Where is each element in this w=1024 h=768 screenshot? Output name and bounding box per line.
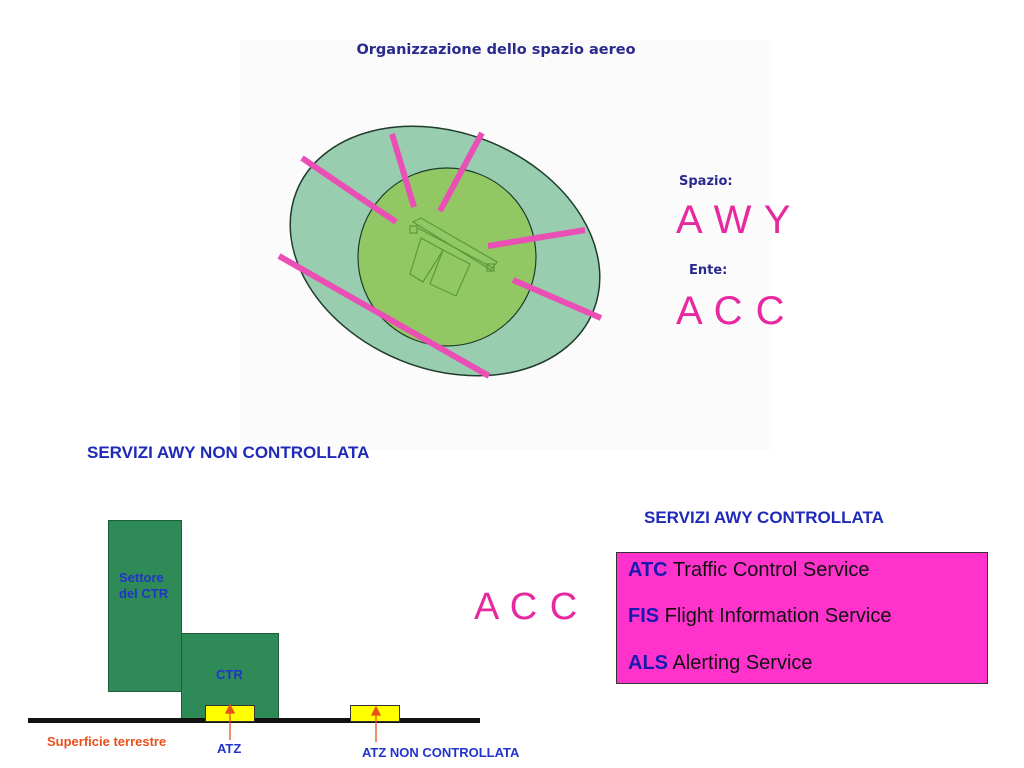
atz-label: ATZ <box>217 741 242 756</box>
service-description: Alerting Service <box>668 652 813 674</box>
ctr-label: CTR <box>216 667 243 682</box>
airway-lines <box>277 131 603 379</box>
sector-ctr-block <box>108 520 182 692</box>
aircraft-icon <box>409 217 498 297</box>
airway-line <box>487 227 586 249</box>
service-code: FIS <box>628 605 660 627</box>
airway-line <box>511 277 603 321</box>
service-code: ATC <box>628 559 668 581</box>
space-label: Spazio: <box>679 174 733 189</box>
service-row-als: ALS Alerting Service <box>628 652 813 675</box>
atz-nc-arrow-head <box>370 705 382 716</box>
airway-line <box>437 131 485 213</box>
airway-line <box>389 133 417 208</box>
uncontrolled-services-heading: SERVIZI AWY NON CONTROLLATA <box>87 443 370 462</box>
service-description: Traffic Control Service <box>667 559 870 581</box>
airway-line <box>277 253 491 379</box>
airspace-diagram <box>277 125 603 379</box>
service-row-atc: ATC Traffic Control Service <box>628 559 870 582</box>
service-row-fis: FIS Flight Information Service <box>628 605 891 628</box>
inner-airspace-circle <box>357 167 537 347</box>
service-code: ALS <box>628 652 668 674</box>
diagram-title: Organizzazione dello spazio aereo <box>356 42 636 58</box>
atz-non-controlled-label: ATZ NON CONTROLLATA <box>362 745 520 760</box>
services-box: ATC Traffic Control Service FIS Flight I… <box>616 552 988 684</box>
ground-label: Superficie terrestre <box>47 734 167 749</box>
entity-value: A C C <box>676 289 786 333</box>
sector-ctr-label: Settore del CTR <box>119 570 169 601</box>
service-description: Flight Information Service <box>659 605 892 627</box>
space-value: A W Y <box>676 198 792 242</box>
acc-label: A C C <box>474 586 579 628</box>
atz-arrow-head <box>224 703 236 714</box>
entity-label: Ente: <box>689 263 728 278</box>
controlled-services-heading: SERVIZI AWY CONTROLLATA <box>644 508 884 527</box>
airway-line <box>300 155 398 225</box>
